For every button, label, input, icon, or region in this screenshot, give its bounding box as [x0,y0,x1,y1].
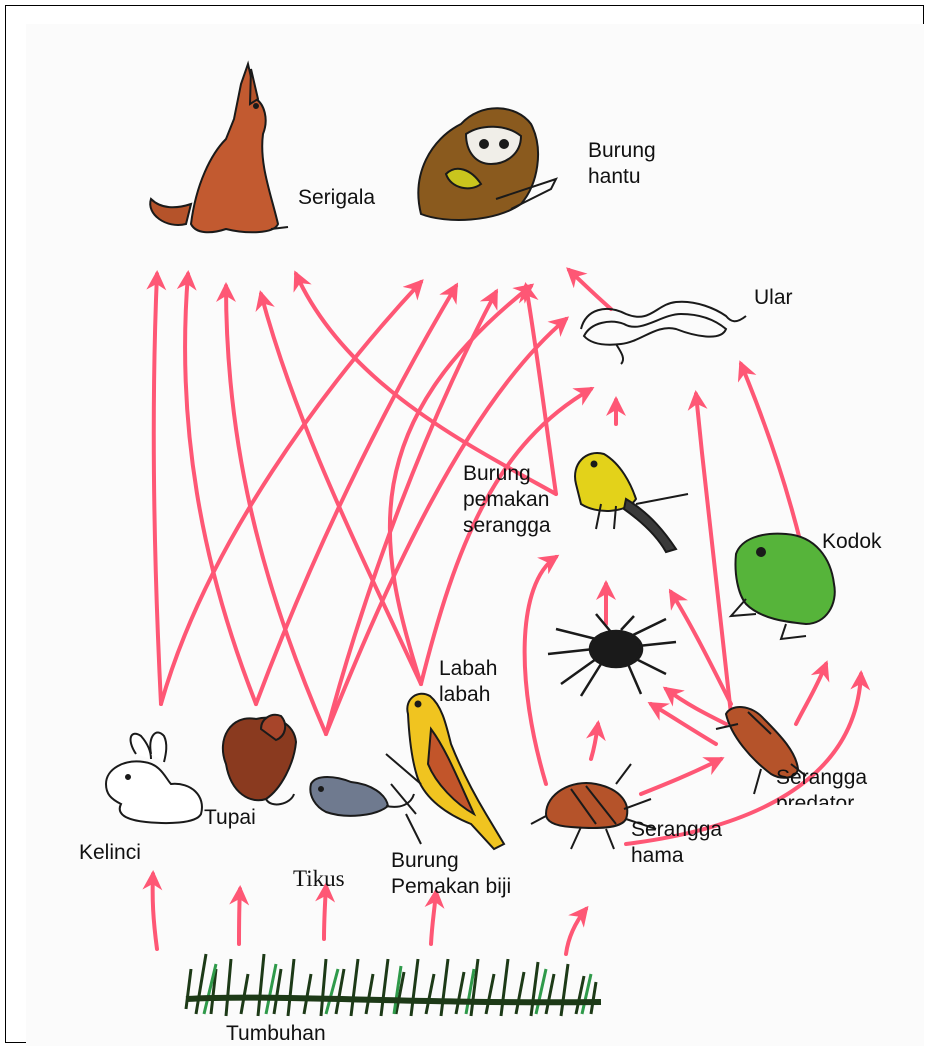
spider-drawing [548,614,676,696]
arrow-rabbit-to-fox [154,274,161,704]
arrow-pest-to-spider [591,724,598,759]
label-burung-pemakan-serangga-line3: serangga [463,513,551,539]
owl-drawing [418,108,556,220]
label-serangga-predator-line2: predator [776,791,854,805]
label-burung-pemakan-biji-line1: Burung [391,848,459,874]
label-serangga-hama-line1: Serangga [631,817,722,843]
label-serangga-predator-line1: Serangga [776,765,867,791]
fox-drawing [150,64,288,232]
label-tumbuhan: Tumbuhan [226,1021,326,1047]
label-burung-pemakan-serangga-line1: Burung [463,461,531,487]
label-serangga-hama-line2: hama [631,843,684,869]
label-ular: Ular [754,285,793,311]
arrow-grass-to-squirrel [239,889,240,944]
insectivore-bird-drawing [575,453,688,552]
label-tupai: Tupai [204,805,256,831]
label-burung-pemakan-serangga-line2: pemakan [463,487,549,513]
label-burung-hantu-line2: hantu [588,164,641,190]
arrow-snake-to-owl [569,270,611,309]
label-labah-labah-line2: labah [439,682,490,708]
arrow-pest-to-predator [641,759,721,794]
frog-drawing [731,534,835,639]
snake-drawing [581,302,746,364]
arrow-grass-to-rabbit [153,874,157,949]
label-serigala: Serigala [298,185,375,211]
arrow-predator-to-frog [796,664,826,724]
label-tikus: Tikus [293,866,345,892]
arrow-frog-to-snake [741,364,801,544]
label-kelinci: Kelinci [79,840,141,866]
arrow-grass-to-pest [566,909,586,954]
rat-drawing [310,777,414,816]
rabbit-drawing [106,732,202,823]
diagram-frame: Serigala Burung hantu Ular Burung pemaka… [5,5,924,1043]
label-burung-pemakan-biji-line2: Pemakan biji [391,874,511,900]
label-burung-hantu-line1: Burung [588,138,656,164]
label-labah-labah-line1: Labah [439,656,497,682]
label-kodok: Kodok [822,529,882,555]
arrow-predator-to-spider-2 [651,704,716,744]
paper: Serigala Burung hantu Ular Burung pemaka… [26,24,924,1046]
seed-bird-drawing [386,694,504,849]
arrow-squirrel-to-owl [256,286,456,704]
grass-drawing [186,954,601,1016]
arrow-grass-to-rat [324,886,326,939]
squirrel-drawing [223,715,296,805]
arrow-pest-to-insectbird [525,557,556,784]
